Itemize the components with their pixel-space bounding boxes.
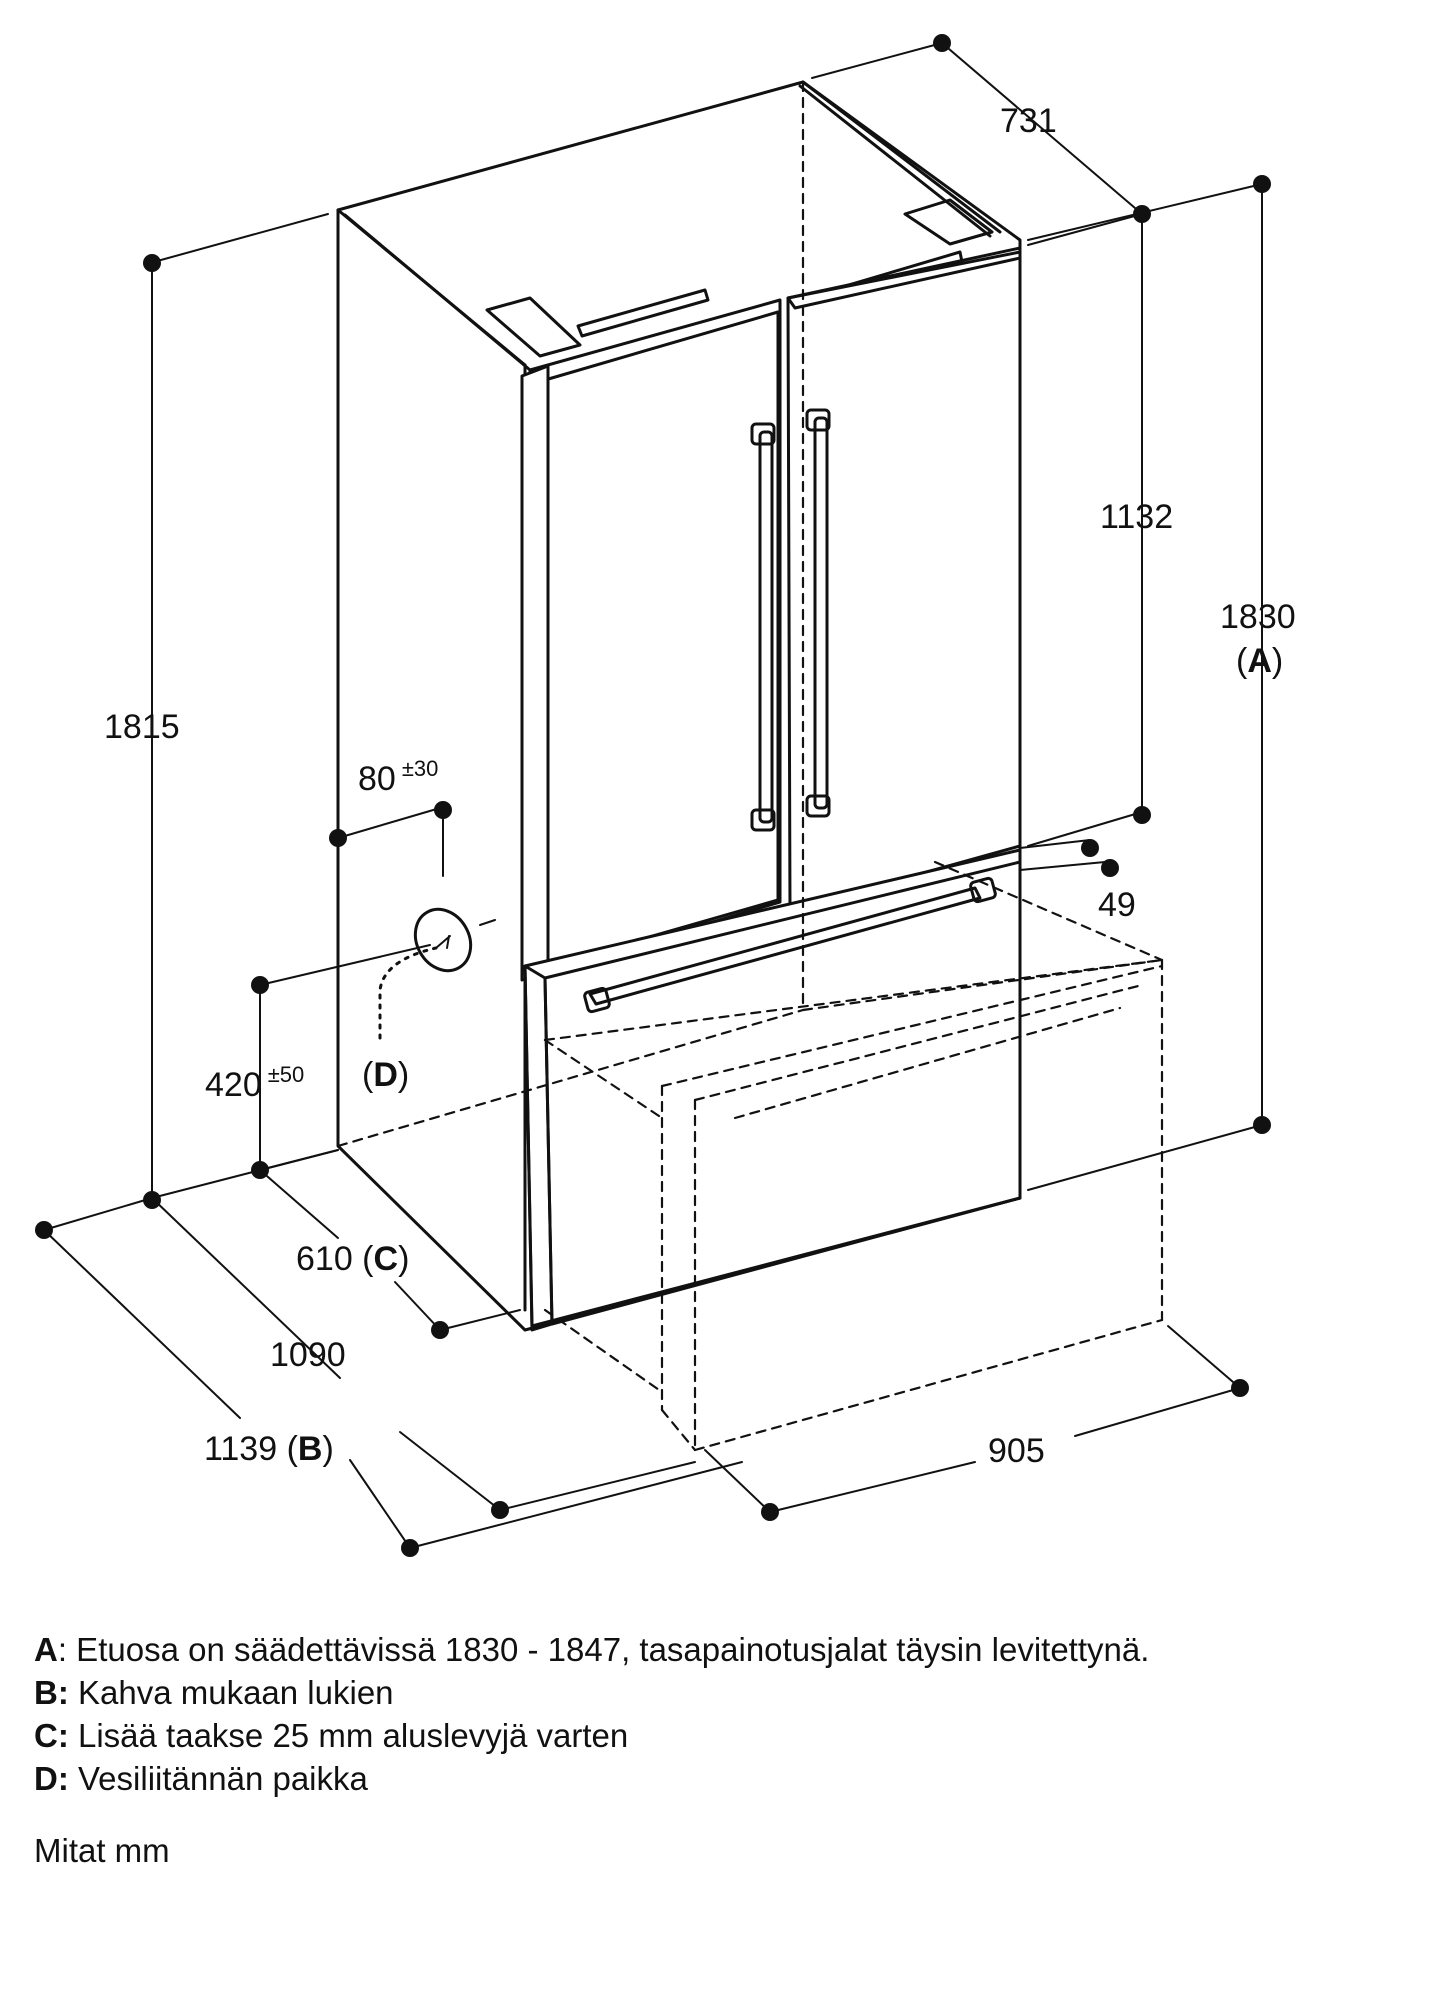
dim-420: 420±50 bbox=[205, 1062, 304, 1104]
note-a: A: Etuosa on säädettävissä 1830 - 1847, … bbox=[34, 1631, 1150, 1668]
dim-610: 610 (C) bbox=[296, 1240, 409, 1278]
door-handles bbox=[750, 408, 831, 832]
dimension-labels: 731 1132 1830 (A) 1815 80±30 420±50 (D) … bbox=[104, 102, 1296, 1470]
dim-1139: 1139 (B) bbox=[204, 1430, 334, 1468]
freezer-drawer bbox=[523, 848, 1022, 1332]
dimension-lines bbox=[43, 42, 1263, 1549]
label-water-connection: (D) bbox=[362, 1056, 409, 1094]
note-b: B: Kahva mukaan lukien bbox=[34, 1674, 394, 1711]
dimension-dots bbox=[35, 34, 1271, 1557]
hidden-lines bbox=[336, 80, 1164, 1452]
dim-49: 49 bbox=[1098, 886, 1136, 924]
dim-1090: 1090 bbox=[270, 1336, 346, 1374]
legend-notes: A: Etuosa on säädettävissä 1830 - 1847, … bbox=[34, 1628, 1414, 1800]
dim-1815: 1815 bbox=[104, 708, 180, 746]
dim-1132: 1132 bbox=[1100, 498, 1173, 536]
dim-1830: 1830 bbox=[1220, 598, 1296, 636]
dim-80: 80±30 bbox=[358, 756, 438, 798]
dim-905: 905 bbox=[988, 1432, 1045, 1470]
dim-1830-ref: (A) bbox=[1236, 642, 1283, 680]
units-note: Mitat mm bbox=[34, 1832, 170, 1869]
refrigerator-dimension-drawing: 731 1132 1830 (A) 1815 80±30 420±50 (D) … bbox=[35, 34, 1296, 1557]
note-d: D: Vesiliitännän paikka bbox=[34, 1760, 368, 1797]
dim-731: 731 bbox=[1000, 102, 1057, 140]
right-door bbox=[786, 246, 1022, 912]
left-door bbox=[520, 298, 782, 982]
water-connection bbox=[378, 817, 496, 1040]
note-c: C: Lisää taakse 25 mm aluslevyjä varten bbox=[34, 1717, 629, 1754]
